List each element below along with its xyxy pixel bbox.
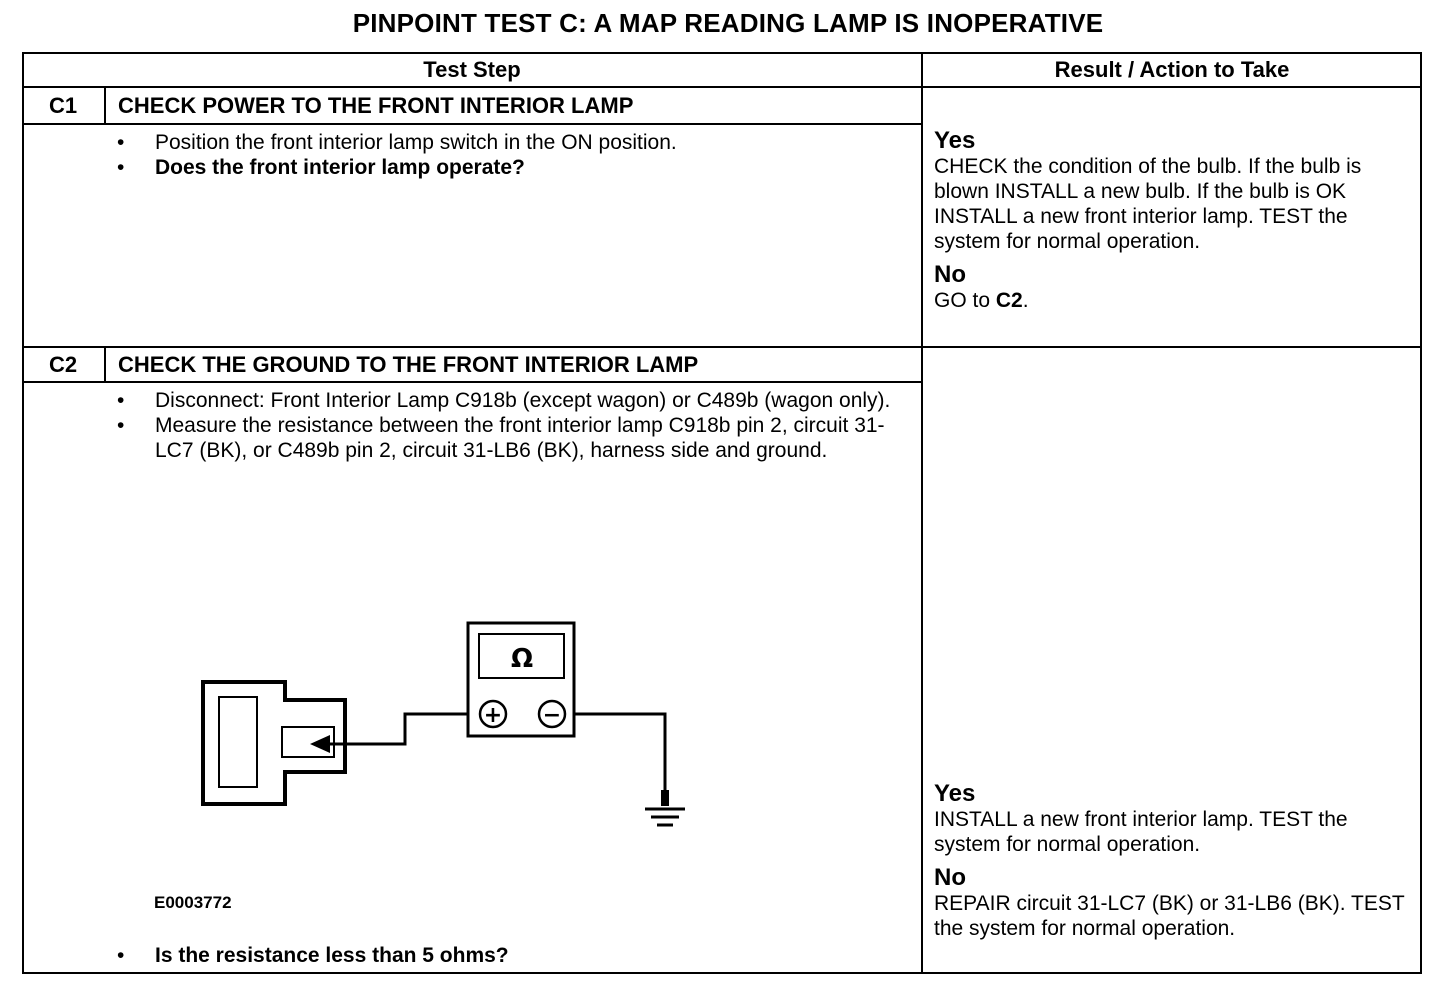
lamp-connector-icon (201, 680, 347, 806)
list-item: •Does the front interior lamp operate? (117, 156, 525, 179)
c1-heading-divider (22, 123, 922, 125)
connector-pin (281, 726, 335, 758)
step-heading-c1: CHECK POWER TO THE FRONT INTERIOR LAMP (118, 93, 634, 118)
multimeter-icon (466, 621, 576, 738)
step-c2-results: Yes INSTALL a new front interior lamp. T… (934, 781, 1412, 941)
minus-terminal-icon (537, 699, 567, 729)
ohm-symbol: Ω (511, 644, 533, 674)
no-label: No (934, 864, 966, 891)
no-action-text: GO to C2. (934, 289, 1029, 312)
column-header-test-step: Test Step (423, 57, 521, 82)
yes-action-text: CHECK the condition of the bulb. If the … (934, 155, 1362, 253)
column-header-result-action: Result / Action to Take (1054, 57, 1290, 82)
step-c2-instructions: •Disconnect: Front Interior Lamp C918b (… (117, 388, 897, 463)
row-divider (22, 346, 1422, 348)
list-item: •Position the front interior lamp switch… (117, 131, 677, 154)
connector-slot (218, 696, 258, 788)
yes-action-text: INSTALL a new front interior lamp. TEST … (934, 808, 1348, 856)
bullet-icon: • (117, 414, 125, 437)
bullet-icon: • (117, 389, 125, 412)
step-id-c2: C2 (48, 352, 78, 377)
bullet-icon: • (117, 156, 125, 179)
pinpoint-test-table (22, 52, 1422, 974)
no-label: No (934, 261, 966, 288)
step-c2-question: •Is the resistance less than 5 ohms? (117, 943, 897, 968)
list-item: •Is the resistance less than 5 ohms? (117, 944, 509, 967)
step-c1-instructions: •Position the front interior lamp switch… (117, 130, 907, 180)
positive-lead-wire (330, 712, 468, 746)
step-id-c1: C1 (48, 93, 78, 118)
step-link-c2[interactable]: C2 (995, 289, 1023, 312)
ground-post (661, 790, 669, 806)
bullet-icon: • (117, 131, 125, 154)
step-heading-c2: CHECK THE GROUND TO THE FRONT INTERIOR L… (118, 352, 699, 377)
c2-id-divider (104, 347, 106, 382)
yes-label: Yes (934, 780, 976, 807)
column-divider (921, 52, 923, 974)
plus-symbol: + (484, 703, 502, 728)
probe-tip (310, 735, 330, 753)
page-title: PINPOINT TEST C: A MAP READING LAMP IS I… (352, 8, 1104, 38)
yes-label: Yes (934, 127, 976, 154)
step-c1-results: Yes CHECK the condition of the bulb. If … (934, 128, 1412, 313)
minus-symbol: − (543, 703, 561, 728)
list-item: •Disconnect: Front Interior Lamp C918b (… (117, 389, 891, 412)
figure-code: E0003772 (154, 893, 232, 912)
c2-heading-divider (22, 381, 922, 383)
bullet-icon: • (117, 944, 125, 967)
list-item: •Measure the resistance between the fron… (117, 414, 885, 462)
meter-display (478, 633, 565, 679)
negative-lead-wire (574, 712, 667, 806)
c1-id-divider (104, 87, 106, 124)
no-action-text: REPAIR circuit 31-LC7 (BK) or 31-LB6 (BK… (934, 892, 1405, 940)
plus-terminal-icon (478, 699, 508, 729)
header-divider (22, 86, 1422, 88)
resistance-measurement-diagram: Ω + − (201, 621, 685, 827)
